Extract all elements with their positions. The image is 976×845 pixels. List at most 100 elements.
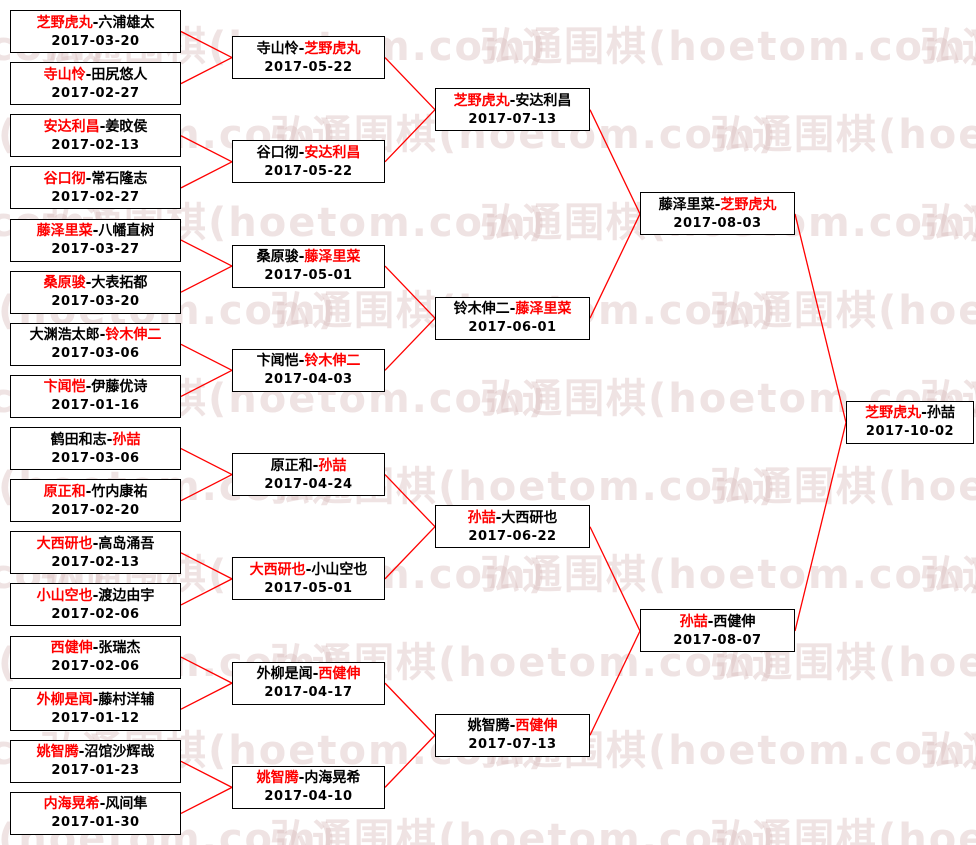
match-players: 安达利昌-姜旼侯 (44, 118, 148, 137)
player1-name: 藤泽里菜 (658, 196, 715, 213)
player1-name: 卞闻恺 (256, 353, 299, 370)
player1-name: 卞闻恺 (43, 379, 86, 396)
match-box: 芝野虎丸-安达利昌 2017-07-13 (435, 88, 590, 132)
bracket-connector (180, 656, 233, 684)
match-date: 2017-02-27 (51, 189, 140, 205)
match-box: 原正和-孙喆 2017-04-24 (232, 453, 385, 497)
watermark-text: 弘通围棋(hoetom.com) (920, 728, 976, 774)
match-box: 铃木伸二-藤泽里菜 2017-06-01 (435, 296, 590, 340)
player1-name: 芝野虎丸 (36, 14, 93, 31)
bracket-connector (384, 265, 436, 319)
player1-name: 藤泽里菜 (36, 223, 93, 240)
match-box: 谷口彻-常石隆志 2017-02-27 (10, 166, 181, 210)
match-box: 大渊浩太郎-铃木伸二 2017-03-06 (10, 322, 181, 366)
player-separator: - (85, 379, 92, 396)
watermark-text: 弘通围棋(hoetom.com) (710, 816, 976, 845)
match-box: 芝野虎丸-六浦雄太 2017-03-20 (10, 10, 181, 53)
watermark-text: 弘通围棋(hoetom.com) (920, 200, 976, 246)
match-box: 内海晃希-风间隼 2017-01-30 (10, 791, 181, 835)
player1-name: 安达利昌 (43, 118, 100, 135)
match-date: 2017-05-01 (264, 268, 353, 284)
match-date: 2017-01-23 (51, 763, 140, 779)
player2-name: 铃木伸二 (304, 353, 361, 370)
player1-name: 寺山怜 (256, 40, 299, 57)
player2-name: 芝野虎丸 (720, 196, 777, 213)
player2-name: 安达利昌 (304, 144, 361, 161)
match-box: 寺山怜-田尻悠人 2017-02-27 (10, 62, 181, 106)
player1-name: 桑原骏 (43, 275, 86, 292)
match-date: 2017-04-03 (264, 372, 353, 388)
match-box: 孙喆-西健伸 2017-08-07 (640, 609, 795, 653)
player2-name: 芝野虎丸 (304, 40, 361, 57)
bracket-connector (384, 734, 436, 788)
bracket-connector (180, 760, 233, 788)
watermark-text: 弘通围棋(hoetom.com) (710, 464, 976, 510)
player1-name: 谷口彻 (256, 144, 299, 161)
match-date: 2017-01-12 (51, 711, 140, 727)
watermark-text: 弘通围棋(hoetom.com) (480, 24, 976, 70)
match-box: 姚智腾-内海晃希 2017-04-10 (232, 765, 385, 809)
match-date: 2017-08-07 (673, 632, 762, 648)
match-players: 铃木伸二-藤泽里菜 (454, 300, 572, 319)
match-box: 谷口彻-安达利昌 2017-05-22 (232, 140, 385, 184)
match-players: 大西研也-小山空也 (250, 561, 368, 580)
bracket-connector (589, 526, 641, 632)
watermark-text: 弘通围棋(hoetom.com) (710, 112, 976, 158)
player2-name: 张瑞杰 (98, 640, 141, 657)
player-separator: - (298, 249, 305, 266)
player2-name: 藤泽里菜 (515, 301, 572, 318)
bracket-connector (384, 526, 436, 580)
bracket-connector (180, 161, 233, 189)
player2-name: 风间隼 (105, 796, 148, 813)
bracket-connector (384, 317, 436, 371)
match-players: 谷口彻-安达利昌 (257, 144, 361, 163)
match-players: 卞闻恺-伊藤优诗 (44, 378, 148, 397)
match-players: 原正和-孙喆 (271, 457, 347, 476)
match-players: 鹤田和志-孙喆 (51, 431, 141, 450)
match-players: 藤泽里菜-八幡直树 (37, 222, 155, 241)
match-date: 2017-04-24 (264, 476, 353, 492)
player1-name: 桑原骏 (256, 249, 299, 266)
bracket-connector (180, 786, 233, 815)
player2-name: 内海晃希 (304, 770, 361, 787)
match-box: 姚智腾-西健伸 2017-07-13 (435, 713, 590, 757)
player-separator: - (298, 770, 305, 787)
bracket-connector (180, 239, 233, 267)
player-separator: - (99, 118, 106, 135)
match-players: 孙喆-西健伸 (680, 613, 756, 632)
player2-name: 高岛涌吾 (98, 535, 155, 552)
player1-name: 大西研也 (249, 561, 306, 578)
bracket-connector (180, 343, 233, 371)
match-players: 姚智腾-西健伸 (468, 717, 558, 736)
player1-name: 芝野虎丸 (453, 92, 510, 109)
match-box: 卞闻恺-铃木伸二 2017-04-03 (232, 348, 385, 392)
bracket-connector (384, 682, 436, 736)
match-players: 寺山怜-田尻悠人 (44, 66, 148, 85)
match-date: 2017-01-30 (51, 815, 140, 831)
match-date: 2017-05-01 (264, 580, 353, 596)
match-date: 2017-01-16 (51, 398, 140, 414)
match-players: 藤泽里菜-芝野虎丸 (659, 196, 777, 215)
match-date: 2017-02-13 (51, 137, 140, 153)
match-players: 芝野虎丸-六浦雄太 (37, 14, 155, 33)
player-separator: - (509, 92, 516, 109)
player1-name: 大渊浩太郎 (29, 327, 100, 344)
player2-name: 铃木伸二 (105, 327, 162, 344)
player-separator: - (92, 535, 99, 552)
match-date: 2017-02-06 (51, 659, 140, 675)
match-date: 2017-10-02 (865, 424, 955, 440)
match-box: 芝野虎丸-孙喆 2017-10-02 (846, 400, 974, 444)
bracket-connector (180, 552, 233, 580)
match-players: 小山空也-渡边由宇 (37, 587, 155, 606)
player1-name: 姚智腾 (467, 718, 510, 735)
player-separator: - (509, 718, 516, 735)
player-separator: - (99, 796, 106, 813)
match-box: 小山空也-渡边由宇 2017-02-06 (10, 583, 181, 627)
match-box: 寺山怜-芝野虎丸 2017-05-22 (232, 36, 385, 80)
match-box: 外柳是闻-藤村洋辅 2017-01-12 (10, 687, 181, 731)
player-separator: - (312, 666, 319, 683)
player2-name: 姜旼侯 (105, 118, 148, 135)
player-separator: - (92, 640, 99, 657)
